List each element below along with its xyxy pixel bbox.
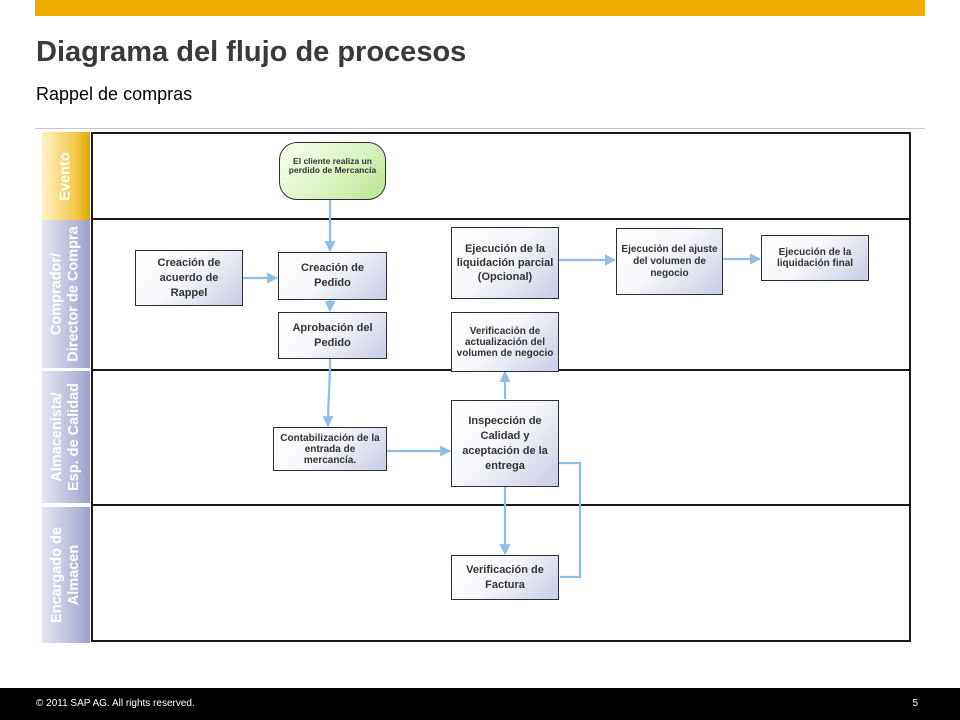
lane-label-text: Director de Compra [66, 226, 82, 362]
event-customer-order[interactable]: El cliente realiza un perdido de Mercanc… [279, 142, 386, 200]
page-title: Diagrama del flujo de procesos [36, 36, 467, 68]
node-ejecucion-final[interactable]: Ejecución de la liquidación final [761, 235, 869, 281]
node-ejecucion-parcial[interactable]: Ejecución de la liquidación parcial (Opc… [451, 227, 559, 299]
node-label: Verificación de actualización del volume… [456, 325, 554, 359]
node-inspeccion[interactable]: Inspección de Calidad y aceptación de la… [451, 400, 559, 487]
lane-label-text: Esp. de Calidad [66, 383, 83, 491]
lane-label-almacenista: Almacenista/ Esp. de Calidad [42, 371, 90, 503]
node-creacion-pedido[interactable]: Creación de Pedido [278, 252, 387, 300]
lane-evento-area [91, 132, 911, 220]
node-label: Contabilización de la entrada de mercanc… [280, 432, 380, 466]
node-label: El cliente realiza un perdido de Mercanc… [288, 156, 377, 175]
page-subtitle: Rappel de compras [36, 84, 193, 104]
node-contabilizacion[interactable]: Contabilización de la entrada de mercanc… [273, 427, 387, 471]
node-creacion-acuerdo[interactable]: Creación de acuerdo de Rappel [135, 250, 243, 306]
node-aprobacion-pedido[interactable]: Aprobación del Pedido [278, 312, 387, 359]
footer-copyright: © 2011 SAP AG. All rights reserved. [36, 698, 195, 709]
page-number: 5 [912, 698, 918, 709]
lane-label-text: Encargado de [49, 527, 66, 623]
lane-label-text: Almacen [66, 544, 83, 606]
node-label: Creación de Pedido [301, 262, 364, 289]
node-label: Ejecución de la liquidación parcial (Opc… [456, 243, 554, 283]
footer-bar: © 2011 SAP AG. All rights reserved. 5 [0, 688, 960, 720]
node-verificacion-factura[interactable]: Verificación de Factura [451, 555, 559, 600]
node-label: Verificación de Factura [466, 563, 544, 591]
node-label: Ejecución del ajuste del volumen de nego… [621, 243, 718, 279]
node-label: Aprobación del Pedido [292, 321, 373, 349]
lane-label-text: Comprador/ [49, 252, 65, 336]
top-accent-bar [35, 0, 925, 16]
lane-label-comprador: Comprador/ Director de Compra [42, 220, 90, 368]
title-divider [35, 128, 925, 129]
lane-label-text: Almacenista/ [49, 392, 66, 482]
node-verificacion-volumen[interactable]: Verificación de actualización del volume… [451, 312, 559, 372]
lane-label-evento: Evento [42, 132, 90, 220]
node-ejecucion-ajuste[interactable]: Ejecución del ajuste del volumen de nego… [616, 228, 723, 295]
node-label: Creación de acuerdo de Rappel [157, 256, 221, 299]
node-label: Ejecución de la liquidación final [776, 247, 854, 269]
lane-label-encargado: Encargado de Almacen [42, 507, 90, 643]
lane-label-text: Evento [57, 151, 74, 201]
node-label: Inspección de Calidad y aceptación de la… [462, 414, 548, 472]
